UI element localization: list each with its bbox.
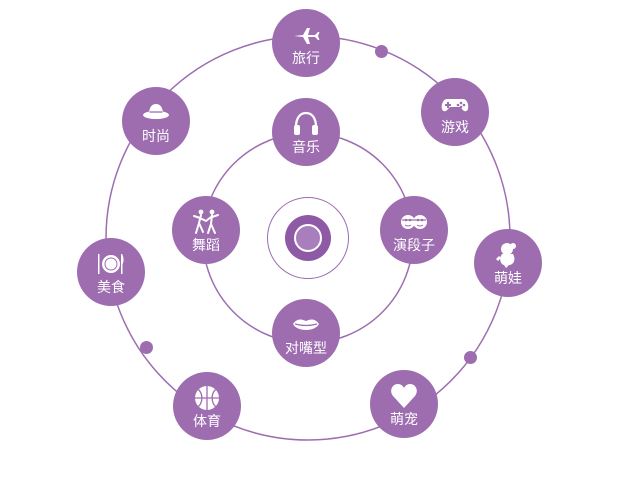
node-label: 时尚 [142,128,170,145]
orbit-dot [374,44,388,58]
node-food[interactable]: 美食 [77,238,145,306]
node-lipsync[interactable]: 对嘴型 [272,299,340,367]
node-sports[interactable]: 体育 [173,372,241,440]
node-label: 旅行 [292,50,320,67]
node-travel[interactable]: 旅行 [272,9,340,77]
airplane-icon [291,20,321,50]
node-music[interactable]: 音乐 [272,98,340,166]
plate-cutlery-icon [96,249,126,279]
two-faces-icon [399,207,429,237]
basketball-icon [192,383,222,413]
headphones-icon [291,109,321,139]
center-hub-button[interactable] [294,224,322,252]
node-comedy[interactable]: 演段子 [380,196,448,264]
node-fashion[interactable]: 时尚 [122,87,190,155]
lips-icon [291,310,321,340]
sun-hat-icon [141,98,171,128]
node-pet[interactable]: 萌宠 [370,370,438,438]
node-label: 对嘴型 [285,340,327,357]
orbit-dot [139,340,153,354]
node-label: 体育 [193,413,221,430]
node-doll[interactable]: 萌娃 [474,229,542,297]
node-label: 音乐 [292,139,320,156]
node-label: 舞蹈 [192,237,220,254]
node-label: 演段子 [393,237,435,254]
gamepad-icon [440,89,470,119]
node-label: 游戏 [441,119,469,136]
baby-icon [493,240,523,270]
node-label: 萌宠 [390,411,418,428]
node-label: 萌娃 [494,270,522,287]
node-label: 美食 [97,279,125,296]
dancers-icon [191,207,221,237]
node-dance[interactable]: 舞蹈 [172,196,240,264]
node-game[interactable]: 游戏 [421,78,489,146]
orbit-dot [463,350,477,364]
heart-icon [389,381,419,411]
